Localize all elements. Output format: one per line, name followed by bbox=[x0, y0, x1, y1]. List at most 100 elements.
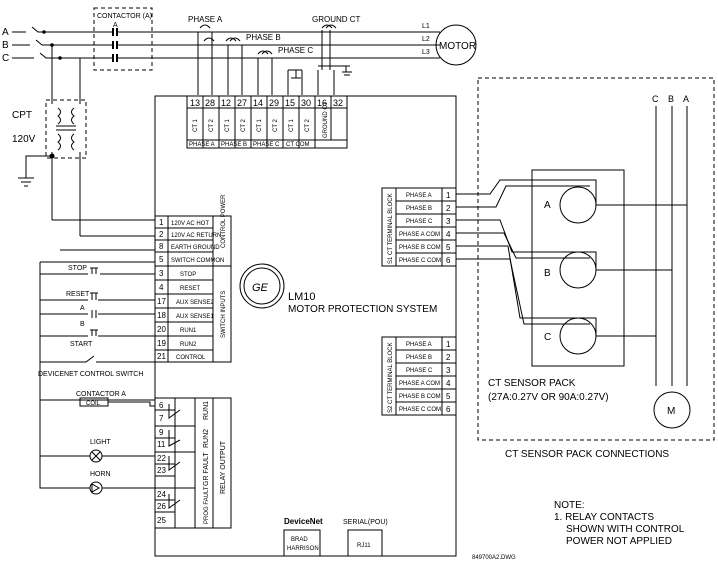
input-terminal-block: CONTROL POWER SWITCH INPUTS 1 120V AC HO… bbox=[154, 194, 232, 363]
ct-group-phase-b: PHASE B bbox=[221, 142, 247, 148]
s1-block-label: S1 CT TERMINAL BLOCK bbox=[388, 193, 394, 264]
device-name: MOTOR PROTECTION SYSTEM bbox=[288, 304, 437, 315]
s1-row-num: 5 bbox=[446, 243, 451, 252]
harrison-label: HARRISON bbox=[287, 546, 319, 552]
line-b-label: B bbox=[2, 40, 9, 51]
cba-b: B bbox=[668, 94, 674, 104]
si-label: RUN1 bbox=[180, 328, 197, 334]
ct-label: CT 2 bbox=[241, 118, 247, 132]
note-line-3: POWER NOT APPLIED bbox=[566, 536, 672, 547]
si-num: 4 bbox=[159, 283, 164, 292]
devicenet-switch-label: DEVICENET CONTROL SWITCH bbox=[38, 371, 143, 378]
ge-logo-icon bbox=[239, 263, 285, 309]
comm-ports: DeviceNet BRAD HARRISON SERIAL(POU) RJ11 bbox=[283, 517, 388, 557]
cpt-transformer: CPT 120V bbox=[12, 45, 87, 236]
sensor-c-label: C bbox=[544, 332, 551, 343]
ct-term-32: 32 bbox=[333, 98, 343, 108]
relay-num: 22 bbox=[157, 454, 166, 463]
cpt-label: CPT bbox=[12, 110, 32, 121]
lm10-unit bbox=[154, 95, 457, 557]
ct-term-29: 29 bbox=[269, 98, 279, 108]
s1-row-num: 3 bbox=[446, 217, 451, 226]
line-c-label: C bbox=[2, 53, 9, 64]
ct-terminal-strip: 13 28 12 27 14 29 15 30 16 32 CT 1 CT 2 … bbox=[186, 95, 348, 149]
note-line-2: SHOWN WITH CONTROL bbox=[566, 524, 685, 535]
s2-row-name: PHASE B bbox=[406, 355, 432, 361]
contactor-box: CONTACTOR (A) A bbox=[93, 7, 153, 71]
reset-label: RESET bbox=[66, 291, 90, 298]
ge-logo-text: GE bbox=[252, 282, 269, 294]
si-label: RESET bbox=[180, 286, 200, 292]
ct-term-16: 16 bbox=[317, 98, 327, 108]
rj11-label: RJ11 bbox=[357, 543, 371, 549]
s2-row-num: 1 bbox=[446, 340, 451, 349]
relay-num: 7 bbox=[159, 414, 164, 423]
s2-row-num: 3 bbox=[446, 366, 451, 375]
start-label: START bbox=[70, 341, 93, 348]
line-a-label: A bbox=[2, 27, 9, 38]
s2-row-num: 5 bbox=[446, 392, 451, 401]
sensor-a-label: A bbox=[544, 200, 551, 211]
cp-label: SWITCH COMMON bbox=[171, 258, 224, 264]
contactor-title: CONTACTOR (A) bbox=[97, 13, 152, 20]
s1-row-name: PHASE C COM bbox=[399, 258, 441, 264]
s2-block-label: S2 CT TERMINAL BLOCK bbox=[388, 342, 394, 413]
s2-row-name: PHASE B COM bbox=[399, 394, 441, 400]
s1-row-num: 4 bbox=[446, 230, 451, 239]
si-num: 21 bbox=[157, 352, 166, 361]
s1-row-name: PHASE B bbox=[406, 206, 432, 212]
sensor-pack-ratio: (27A:0.27V OR 90A:0.27V) bbox=[488, 392, 609, 403]
contactor-a-label: CONTACTOR A bbox=[76, 391, 126, 398]
cp-label: 120V AC HOT bbox=[171, 221, 209, 227]
relay-num: 11 bbox=[157, 440, 166, 449]
relay-gr-fault: GR FAULT bbox=[203, 452, 210, 486]
phase-cts: PHASE A PHASE B PHASE C GROUND CT L1 L2 … bbox=[188, 15, 477, 95]
si-num: 20 bbox=[157, 325, 166, 334]
motor-label: MOTOR bbox=[439, 41, 476, 52]
relay-output-header: RELAY OUTPUT bbox=[220, 440, 227, 494]
left-control-wiring: STOP RESET A B START DEVICENET CONTROL S… bbox=[38, 219, 155, 495]
sensor-pack-caption: CT SENSOR PACK CONNECTIONS bbox=[505, 449, 669, 460]
drawing-number: 849700A2.DWG bbox=[472, 555, 516, 561]
s1-ct-terminal-block: S1 CT TERMINAL BLOCK PHASE A 1 PHASE B 2… bbox=[381, 187, 457, 267]
si-num: 19 bbox=[157, 339, 166, 348]
ct-term-30: 30 bbox=[301, 98, 311, 108]
relay-prog-fault: PROG FAULT bbox=[204, 486, 210, 524]
relay-num: 9 bbox=[159, 428, 164, 437]
coil-label: COIL bbox=[86, 401, 101, 407]
aux-b-label: B bbox=[80, 321, 85, 328]
ct-group-phase-c: PHASE C bbox=[253, 142, 280, 148]
phase-b-label: PHASE B bbox=[246, 33, 281, 42]
phase-c-label: PHASE C bbox=[278, 46, 313, 55]
control-power-header: CONTROL POWER bbox=[221, 194, 227, 248]
sensor-b-label: B bbox=[544, 268, 551, 279]
s2-ct-terminal-block: S2 CT TERMINAL BLOCK PHASE A 1 PHASE B 2… bbox=[381, 336, 457, 416]
cp-num: 5 bbox=[159, 255, 164, 264]
brad-harrison-port bbox=[283, 529, 321, 557]
si-num: 17 bbox=[157, 297, 166, 306]
ct-term-12: 12 bbox=[221, 98, 231, 108]
rj11-port bbox=[347, 529, 383, 557]
si-num: 3 bbox=[159, 269, 164, 278]
note-title: NOTE: bbox=[554, 500, 585, 511]
relay-num: 23 bbox=[157, 466, 166, 475]
motor-l2: L2 bbox=[422, 36, 430, 43]
light-label: LIGHT bbox=[90, 439, 111, 446]
ct-label: CT 1 bbox=[257, 118, 263, 132]
s2-row-name: PHASE C bbox=[406, 368, 433, 374]
si-label: CONTROL bbox=[176, 355, 206, 361]
brad-label: BRAD bbox=[291, 537, 308, 543]
switch-inputs-header: SWITCH INPUTS bbox=[221, 291, 227, 338]
s2-row-num: 4 bbox=[446, 379, 451, 388]
s2-row-num: 6 bbox=[446, 405, 451, 414]
ct-term-27: 27 bbox=[237, 98, 247, 108]
devicenet-label: DeviceNet bbox=[284, 517, 323, 526]
si-label: STOP bbox=[180, 272, 196, 278]
aux-a-label: A bbox=[80, 305, 85, 312]
ct-term-13: 13 bbox=[190, 98, 200, 108]
cp-num: 2 bbox=[159, 230, 164, 239]
ct-term-15: 15 bbox=[285, 98, 295, 108]
ct-term-14: 14 bbox=[253, 98, 263, 108]
device-model: LM10 bbox=[288, 291, 316, 303]
